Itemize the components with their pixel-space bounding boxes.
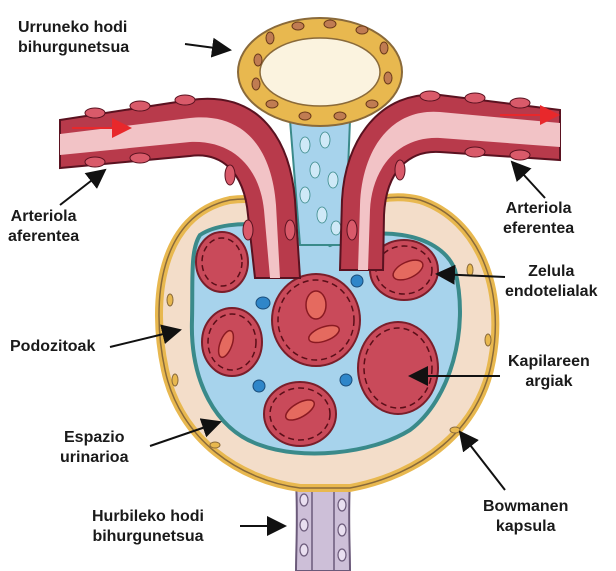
- label-podocytes: Podozitoak: [10, 337, 95, 357]
- label-efferent-arteriole: Arteriola eferentea: [503, 199, 574, 239]
- label-endothelial-cells: Zelula endotelialak: [505, 262, 597, 302]
- capillary: [358, 322, 438, 414]
- leader-dct: [185, 44, 230, 50]
- leader-efferent: [512, 162, 545, 198]
- capillary: [196, 232, 248, 292]
- capillary: [272, 274, 360, 366]
- label-urinary-space: Espazio urinarioa: [60, 428, 128, 468]
- label-afferent-arteriole: Arteriola aferentea: [8, 207, 79, 247]
- label-proximal-tubule: Hurbileko hodi bihurgunetsua: [92, 507, 204, 547]
- label-distal-tubule: Urruneko hodi bihurgunetsua: [18, 18, 129, 58]
- proximal-tubule: [296, 480, 350, 571]
- leader-bowman: [460, 432, 505, 490]
- label-bowman-capsule: Bowmanen kapsula: [483, 497, 568, 537]
- distal-tubule: [238, 18, 402, 126]
- leader-afferent: [60, 170, 105, 205]
- label-capillary-lumen: Kapilareen argiak: [508, 352, 590, 392]
